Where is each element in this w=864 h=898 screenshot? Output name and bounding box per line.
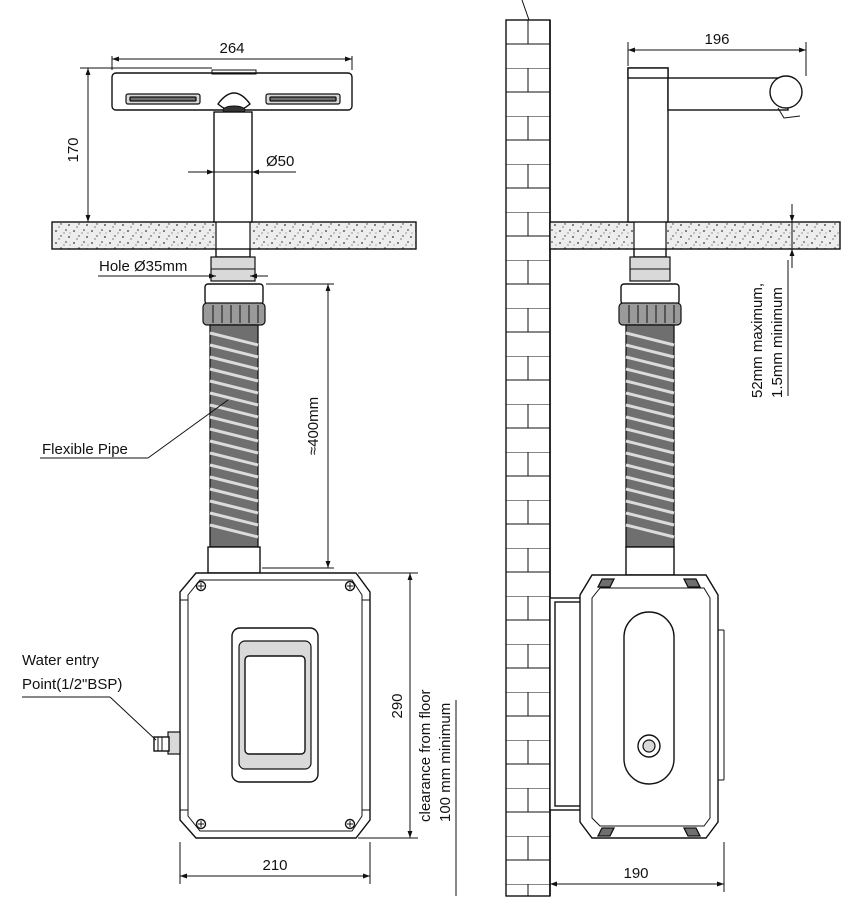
deck-thickness-label-2: 1.5mm minimum bbox=[769, 287, 786, 398]
water-entry-label-2: Point(1/2"BSP) bbox=[22, 676, 122, 693]
dimension-reach: 196 bbox=[627, 31, 807, 76]
water-entry-callout: Water entry Point(1/2"BSP) bbox=[22, 652, 157, 741]
dimension-box-width: 210 bbox=[179, 842, 371, 884]
dimension-deck-thickness: 52mm maximum, 1.5mm minimum bbox=[749, 204, 795, 398]
width-top-value: 264 bbox=[219, 40, 244, 57]
box-width-value: 210 bbox=[262, 857, 287, 874]
hose-nut-side bbox=[618, 283, 682, 326]
clearance-note: clearance from floor 100 mm minimum bbox=[417, 689, 457, 896]
spout-pipe bbox=[213, 111, 253, 223]
reach-value: 196 bbox=[704, 31, 729, 48]
flexible-hose-side bbox=[625, 324, 675, 576]
slab-hole bbox=[215, 220, 251, 251]
flexible-pipe-label: Flexible Pipe bbox=[42, 441, 128, 458]
dimension-hose-length: ≈400mm bbox=[262, 283, 334, 569]
countertop-slab-side bbox=[549, 221, 841, 250]
faucet-side bbox=[627, 67, 803, 223]
dimension-pipe-diameter: Ø50 bbox=[188, 153, 296, 175]
control-box-side bbox=[549, 574, 725, 839]
faucet-head bbox=[111, 69, 353, 115]
flexible-pipe-callout: Flexible Pipe bbox=[40, 399, 229, 459]
dimension-hole: Hole Ø35mm bbox=[98, 258, 268, 279]
clearance-label-1: clearance from floor bbox=[417, 689, 434, 822]
side-view: 196 52mm maximum, 1.5mm minimum 190 bbox=[505, 0, 841, 897]
pipe-diameter-value: Ø50 bbox=[266, 153, 294, 170]
hole-label: Hole Ø35mm bbox=[99, 258, 187, 275]
water-entry-label-1: Water entry bbox=[22, 652, 99, 669]
dimension-box-depth: 190 bbox=[550, 842, 725, 892]
hose-length-value: ≈400mm bbox=[305, 397, 322, 455]
hose-nut-front bbox=[202, 283, 266, 326]
brick-wall bbox=[505, 19, 551, 897]
box-depth-value: 190 bbox=[623, 865, 648, 882]
control-box-front bbox=[153, 572, 371, 839]
spout-height-value: 170 bbox=[65, 137, 82, 162]
box-height-value: 290 bbox=[389, 693, 406, 718]
clearance-label-2: 100 mm minimum bbox=[437, 703, 454, 822]
dimension-box-height: 290 bbox=[358, 572, 418, 839]
flexible-hose-front bbox=[207, 324, 261, 574]
dimension-width-top: 264 bbox=[111, 40, 353, 70]
dimension-spout-height: 170 bbox=[65, 67, 212, 223]
front-view: 264 170 Ø50 Hole Ø35mm ≈400mm bbox=[22, 40, 457, 896]
deck-thickness-label-1: 52mm maximum, bbox=[749, 283, 766, 398]
